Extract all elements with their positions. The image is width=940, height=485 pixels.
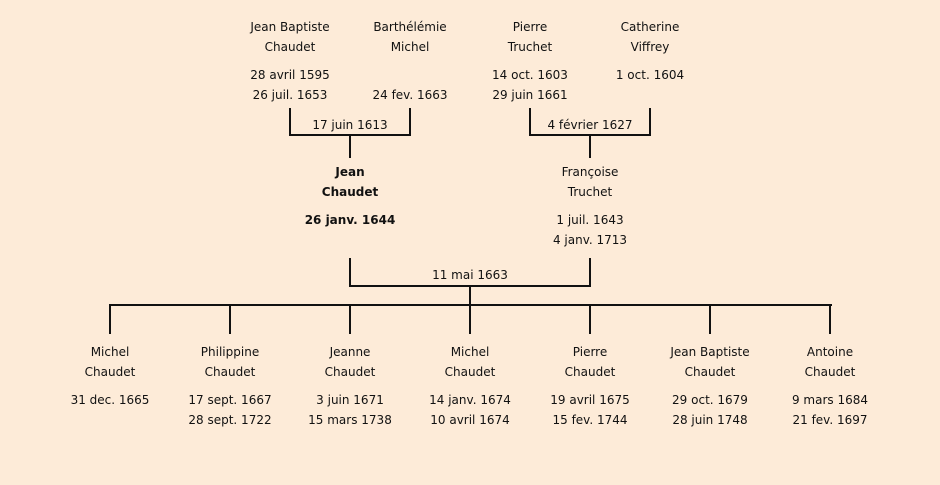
death-date: 26 juil. 1653 <box>252 88 328 102</box>
birth-date: 26 janv. 1644 <box>304 213 396 227</box>
connector-line <box>349 304 351 334</box>
person-last-name: Chaudet <box>804 365 856 379</box>
death-date: 10 avril 1674 <box>430 413 510 427</box>
connector-line <box>409 108 411 136</box>
marriage-date: 17 juin 1613 <box>312 118 388 132</box>
birth-date: 29 oct. 1679 <box>672 393 748 407</box>
person-last-name: Chaudet <box>444 365 496 379</box>
death-date: 21 fev. 1697 <box>792 413 868 427</box>
person-last-name: Chaudet <box>324 365 376 379</box>
person-first-name: Jean Baptiste <box>250 20 330 34</box>
person-last-name: Chaudet <box>684 365 736 379</box>
birth-date: 17 sept. 1667 <box>188 393 272 407</box>
birth-date: 3 juin 1671 <box>316 393 384 407</box>
person-first-name: Philippine <box>200 345 260 359</box>
connector-line <box>649 108 651 136</box>
person-first-name: Pierre <box>512 20 548 34</box>
connector-line <box>709 304 711 334</box>
marriage-date: 4 février 1627 <box>547 118 633 132</box>
death-date <box>270 232 430 248</box>
death-date: 4 janv. 1713 <box>552 233 628 247</box>
death-date: 15 fev. 1744 <box>552 413 628 427</box>
birth-date: 14 oct. 1603 <box>492 68 568 82</box>
person-last-name: Chaudet <box>264 40 316 54</box>
person-first-name: Catherine <box>620 20 680 34</box>
birth-date: 19 avril 1675 <box>550 393 630 407</box>
connector-line <box>349 258 351 287</box>
connector-line <box>289 108 291 136</box>
birth-date: 14 janv. 1674 <box>429 393 511 407</box>
death-date: 24 fev. 1663 <box>372 88 448 102</box>
death-date: 29 juin 1661 <box>492 88 568 102</box>
person-first-name: Jean <box>335 165 365 179</box>
birth-date: 9 mars 1684 <box>791 393 869 407</box>
person-first-name: Jean Baptiste <box>670 345 750 359</box>
person-last-name: Truchet <box>507 40 553 54</box>
person-last-name: Chaudet <box>321 185 379 199</box>
person-last-name: Chaudet <box>84 365 136 379</box>
connector-line <box>589 304 591 334</box>
connector-line <box>469 304 471 334</box>
person-last-name: Viffrey <box>630 40 670 54</box>
connector-line <box>589 134 591 158</box>
person-first-name: Michel <box>90 345 130 359</box>
birth-date: 1 oct. 1604 <box>615 68 685 82</box>
birth-date: 1 juil. 1643 <box>556 213 624 227</box>
person-last-name: Chaudet <box>564 365 616 379</box>
connector-line <box>349 134 351 158</box>
person-first-name: Michel <box>450 345 490 359</box>
death-date: 28 sept. 1722 <box>188 413 272 427</box>
birth-date: 28 avril 1595 <box>250 68 330 82</box>
person-last-name: Truchet <box>567 185 613 199</box>
person-first-name: Antoine <box>806 345 854 359</box>
connector-line <box>829 304 831 334</box>
person-last-name: Chaudet <box>204 365 256 379</box>
death-date: 28 juin 1748 <box>672 413 748 427</box>
connector-line <box>109 304 111 334</box>
person-first-name: Jeanne <box>329 345 371 359</box>
death-date <box>570 87 730 103</box>
birth-date: 31 dec. 1665 <box>70 393 150 407</box>
connector-line <box>529 108 531 136</box>
person-last-name: Michel <box>390 40 430 54</box>
person-first-name: Françoise <box>561 165 619 179</box>
person-first-name: Pierre <box>572 345 608 359</box>
marriage-date: 11 mai 1663 <box>432 268 508 282</box>
death-date: 15 mars 1738 <box>308 413 392 427</box>
connector-line <box>229 304 231 334</box>
connector-line <box>469 285 471 306</box>
connector-line <box>589 258 591 287</box>
person-first-name: Barthélémie <box>373 20 447 34</box>
